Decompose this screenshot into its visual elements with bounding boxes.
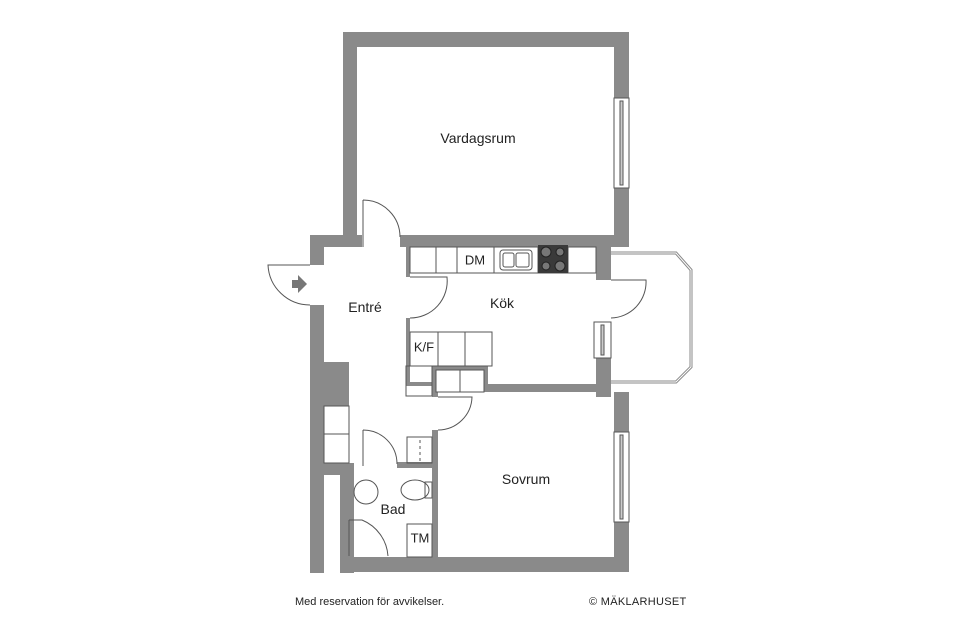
room-label-entre: Entré: [348, 299, 382, 315]
dishwasher-label: DM: [464, 252, 486, 268]
washing-machine-label: TM: [410, 530, 430, 546]
room-label-vardagsrum: Vardagsrum: [440, 130, 516, 146]
disclaimer-text: Med reservation för avvikelser.: [295, 596, 445, 608]
room-label-bad: Bad: [380, 501, 406, 517]
room-label-sovrum: Sovrum: [501, 471, 551, 487]
walls: [310, 32, 629, 573]
copyright-text: © MÄKLARHUSET: [589, 596, 687, 608]
room-label-kok: Kök: [489, 295, 515, 311]
fridge-freezer-label: K/F: [413, 339, 435, 355]
entrance-arrow-icon: [292, 275, 307, 293]
stove-icon: [538, 245, 568, 273]
fixtures-lines: [267, 97, 693, 558]
